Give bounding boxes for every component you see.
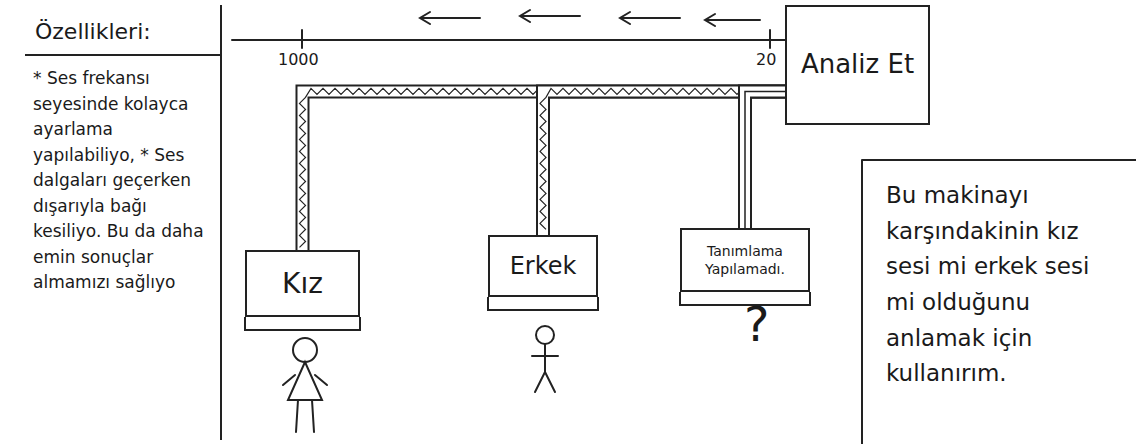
question-mark: ? <box>744 296 769 352</box>
node-text: * Ses frekansı seyesinde kolayca ayarlam… <box>25 56 220 302</box>
scale-line <box>232 39 785 41</box>
scale-value: 1000 <box>278 50 319 69</box>
node-text: Bu makinayı karşındakinin kız sesi mi er… <box>886 178 1124 392</box>
node-text: Kız <box>282 267 323 300</box>
note-box: Bu makinayı karşındakinin kız sesi mi er… <box>862 160 1136 444</box>
node-text: Erkek <box>510 252 577 280</box>
output-box: Tanımlama Yapılamadı. <box>680 228 810 292</box>
analyze-box: Analiz Et <box>785 5 930 125</box>
scale-value: 20 <box>756 50 776 69</box>
signal-band <box>540 88 785 235</box>
boy-figure <box>532 326 558 392</box>
signal-band <box>745 91 785 228</box>
output-box: Kız <box>245 250 360 317</box>
note-frame <box>862 160 1136 444</box>
node-text: Tanımlama Yapılamadı. <box>688 242 802 278</box>
node-text: Analiz Et <box>801 48 914 82</box>
signal-band <box>300 88 786 250</box>
output-box: Erkek <box>488 235 598 297</box>
scale-tick <box>301 30 303 48</box>
panel-heading: Özellikleri: <box>25 5 222 56</box>
scale-tick <box>769 30 771 48</box>
girl-figure <box>283 338 327 432</box>
direction-arrows <box>420 10 760 26</box>
feature-panel: Özellikleri:* Ses frekansı seyesinde kol… <box>25 5 222 440</box>
